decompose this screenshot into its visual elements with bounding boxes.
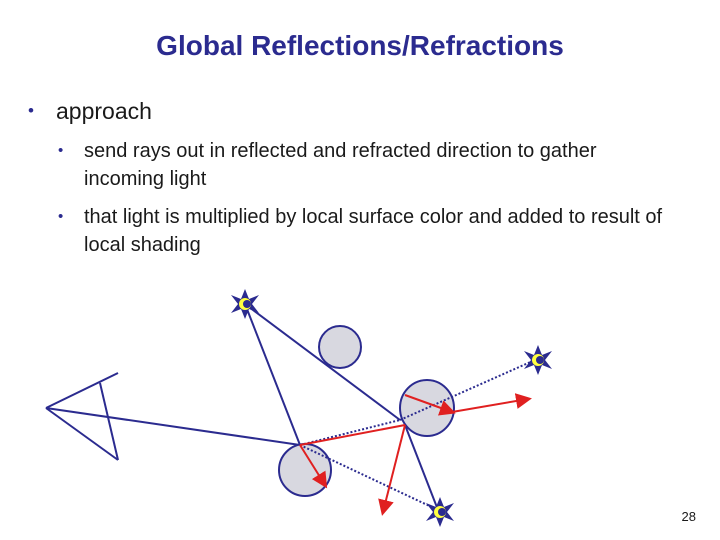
reflected-ray	[378, 424, 406, 516]
shadow-ray-dotted	[399, 359, 536, 421]
sub-bullet-text: that light is multiplied by local surfac…	[84, 206, 663, 256]
sphere-object	[318, 325, 362, 369]
refracted-ray	[451, 393, 532, 413]
refracted-ray	[404, 394, 456, 416]
sub-bullet-text: send rays out in reflected and refracted…	[84, 140, 597, 190]
light-star-icon	[524, 345, 552, 375]
shadow-ray	[244, 303, 301, 446]
slide-title: Global Reflections/Refractions	[156, 30, 564, 61]
bullet-dot-icon: •	[58, 208, 64, 225]
page-number: 28	[681, 509, 696, 524]
bullet-dot-icon: •	[28, 101, 34, 120]
shadow-ray	[244, 303, 401, 421]
bullet-dot-icon: •	[58, 142, 64, 159]
light-star-icon	[231, 289, 259, 319]
eye-icon	[45, 372, 301, 461]
bullet-text: approach	[56, 98, 152, 124]
light-star-icon	[426, 497, 454, 527]
reflected-ray	[299, 424, 406, 446]
shadow-ray-dotted	[299, 444, 439, 511]
shadow-ray	[404, 424, 439, 511]
refracted-ray	[299, 444, 328, 489]
